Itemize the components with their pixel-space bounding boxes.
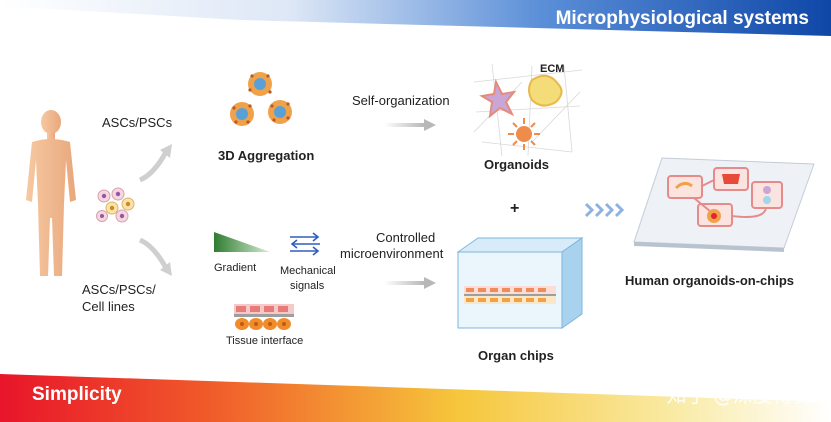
source-label-bottom-1: ASCs/PSCs/ — [82, 282, 156, 297]
organoids-icon — [473, 63, 583, 157]
controlled-label-2: microenvironment — [340, 246, 444, 261]
organ-chips-title: Organ chips — [478, 348, 554, 363]
source-label-top: ASCs/PSCs — [102, 115, 173, 130]
header-title: Microphysiological systems — [555, 8, 809, 29]
human-body-icon — [26, 110, 76, 276]
header-band — [0, 0, 831, 36]
source-label-bottom-2: Cell lines — [82, 299, 135, 314]
plus-sign: + — [510, 200, 520, 217]
organoids-title: Organoids — [484, 157, 550, 172]
curved-arrow-up — [138, 144, 172, 183]
aggregation-title: 3D Aggregation — [218, 148, 315, 163]
watermark: 知乎 @深度博览 — [666, 383, 813, 407]
tissue-interface-icon — [234, 304, 294, 330]
mechanical-signals-icon — [290, 232, 320, 256]
controlled-label-1: Controlled — [376, 230, 436, 245]
arrow-to-organoids — [384, 119, 436, 131]
result-title: Human organoids-on-chips — [625, 273, 794, 288]
stem-cells-icon — [96, 187, 135, 223]
mechanical-label-1: Mechanical — [280, 265, 336, 277]
organ-chip-icon — [456, 237, 584, 329]
mechanical-label-2: signals — [290, 280, 325, 292]
organoids-on-chip-icon — [633, 157, 815, 252]
footer-title: Simplicity — [32, 384, 122, 405]
spheroid-aggregates-icon — [230, 72, 292, 126]
self-organization-label: Self-organization — [352, 93, 450, 108]
ecm-label: ECM — [540, 63, 565, 75]
gradient-wedge-icon — [214, 232, 270, 252]
footer-band — [0, 374, 831, 422]
chevrons-right-icon — [584, 202, 625, 218]
tissue-interface-label: Tissue interface — [226, 335, 304, 347]
arrow-to-organ-chips — [384, 277, 436, 289]
gradient-label: Gradient — [214, 262, 257, 274]
curved-arrow-down — [138, 237, 172, 276]
